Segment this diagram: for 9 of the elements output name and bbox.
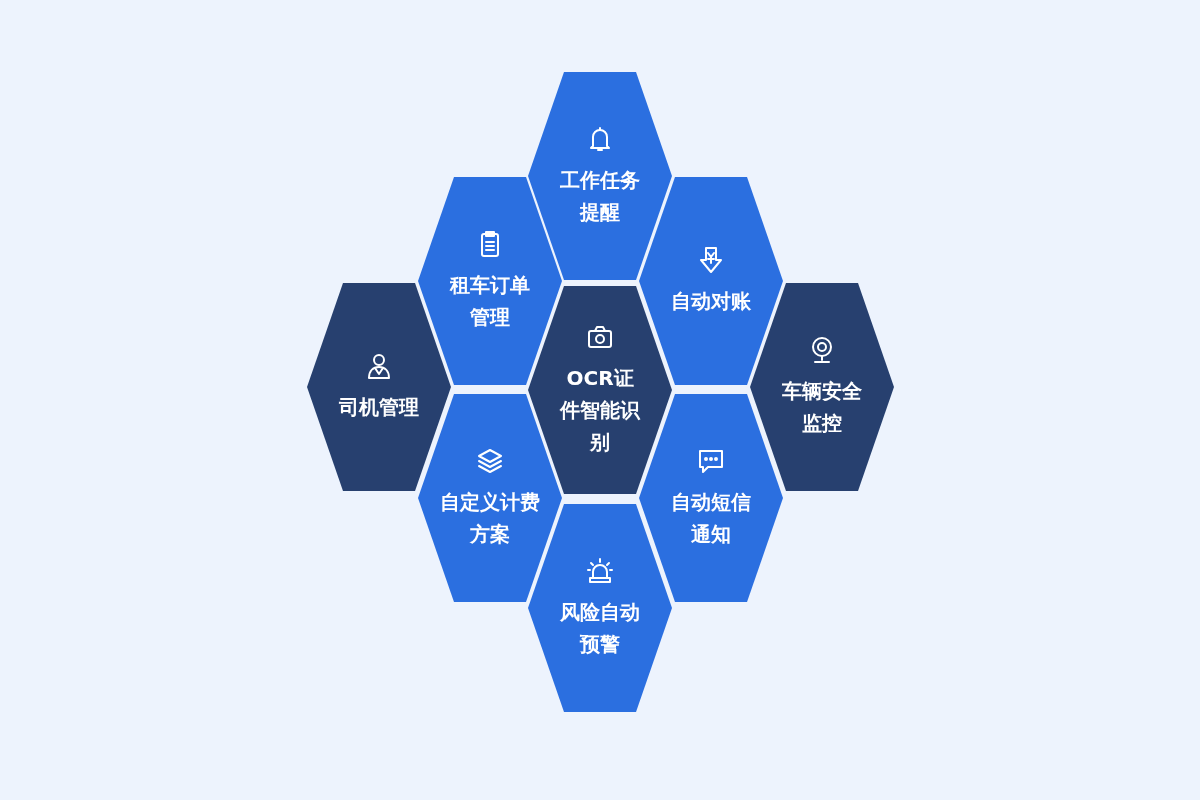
tile-label: 自定义计费方案 bbox=[439, 489, 541, 548]
tile-label: 租车订单管理 bbox=[448, 272, 531, 331]
tile-label: 自动对账 bbox=[670, 288, 752, 315]
tile-label: 工作任务提醒 bbox=[559, 167, 641, 226]
tile-label: 风险自动预警 bbox=[559, 599, 641, 658]
tile-label: 自动短信通知 bbox=[670, 489, 752, 548]
tile-label: 司机管理 bbox=[338, 394, 420, 421]
tile-label: OCR证件智能识别 bbox=[559, 365, 641, 456]
tile-label: 车辆安全监控 bbox=[781, 378, 863, 437]
